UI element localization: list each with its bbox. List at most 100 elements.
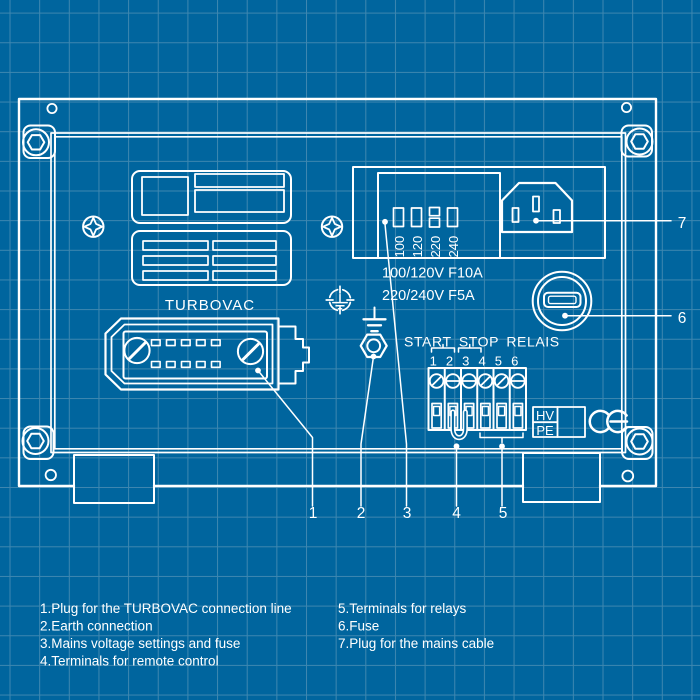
- fuse-rating-1: 100/120V F10A: [382, 266, 483, 282]
- terminal-slots: [431, 402, 524, 429]
- screw-slot: [479, 375, 492, 387]
- hex-screw-top-right: [620, 124, 654, 158]
- plate-window: [141, 176, 189, 216]
- wire-entry: [432, 405, 441, 417]
- vent-slot: [142, 240, 209, 251]
- plate-bar: [194, 173, 285, 188]
- plate-bar: [194, 189, 285, 213]
- hv-pe-dividers: [532, 406, 559, 438]
- terminal-block: [427, 343, 527, 444]
- ce-mark: [588, 409, 629, 434]
- wire-slot: [496, 402, 508, 429]
- callout-number-7: 7: [678, 215, 687, 232]
- terminal-number-5: 5: [495, 354, 502, 369]
- callout-dot-5: [499, 443, 505, 450]
- block-dividers: [443, 367, 511, 431]
- legend-item-6: 6.Fuse: [338, 619, 379, 634]
- legend-item-2: 2.Earth connection: [40, 619, 153, 634]
- screw-slot: [495, 375, 508, 387]
- legend-item-4: 4.Terminals for remote control: [40, 654, 219, 669]
- callout-number-1: 1: [309, 505, 318, 522]
- hex-head: [630, 433, 649, 450]
- legend-item-1: 1.Plug for the TURBOVAC connection line: [40, 601, 292, 616]
- pin: [210, 360, 221, 369]
- start-stop-brackets: [430, 343, 482, 353]
- pin: [180, 338, 191, 347]
- pin: [150, 360, 161, 369]
- callout-dot-1: [255, 367, 261, 374]
- legend-item-3: 3.Mains voltage settings and fuse: [40, 636, 240, 651]
- pin: [210, 338, 221, 347]
- inlet-pin-left: [511, 207, 520, 223]
- voltage-option-120: 120: [410, 236, 425, 258]
- voltage-selector: [352, 166, 606, 259]
- pin: [165, 338, 176, 347]
- ce-e-glyph: [606, 409, 628, 434]
- terminal-number-3: 3: [462, 354, 469, 369]
- panel-edge-outer: [50, 132, 627, 454]
- left-foot: [73, 454, 155, 504]
- terminal-screw-1: [428, 373, 445, 389]
- wire-slot: [479, 402, 491, 429]
- callout-line-1: [257, 369, 314, 507]
- earth-symbol-badge: [325, 285, 355, 315]
- vent-slot: [212, 240, 277, 251]
- hex-head: [630, 133, 649, 150]
- earth-nut: [359, 333, 388, 359]
- callout-number-2: 2: [357, 505, 366, 522]
- wire-entry: [497, 405, 506, 417]
- turbovac-label: TURBOVAC: [165, 297, 255, 314]
- vent-slot: [142, 270, 209, 281]
- pin: [165, 360, 176, 369]
- voltage-jumper-slot-100: [392, 207, 405, 228]
- callout-lines: [257, 219, 672, 507]
- phillips-screw-left: [82, 215, 105, 238]
- wire-entry: [481, 405, 490, 417]
- screw-ring: [21, 427, 50, 455]
- vent-slot: [212, 255, 277, 266]
- hex-screw-top-left: [22, 124, 56, 159]
- plate-outline: [131, 170, 292, 224]
- pin: [195, 360, 206, 369]
- callout-number-3: 3: [403, 505, 412, 522]
- nut-bore: [366, 338, 382, 354]
- screw-slot: [430, 375, 443, 387]
- pin: [150, 338, 161, 347]
- callout-dot-6: [562, 312, 568, 319]
- ground-bars: [362, 318, 387, 333]
- phillips-cross-icon: [322, 216, 342, 237]
- circle-ticks: [325, 285, 355, 315]
- terminal-number-4: 4: [478, 354, 485, 369]
- fuse-rating-2: 220/240V F5A: [382, 288, 475, 304]
- hex-screw-bottom-left: [21, 425, 55, 460]
- screw-ring: [625, 127, 654, 156]
- connector-pins: [150, 338, 221, 369]
- inner-panel: [50, 132, 627, 454]
- phillips-cross-icon: [83, 216, 104, 237]
- screw-ring: [22, 128, 50, 157]
- voltage-option-240: 240: [446, 236, 461, 258]
- dashed-circle: [328, 288, 352, 312]
- connector-shell-inner: [110, 323, 274, 385]
- callout-dot-4: [453, 443, 460, 450]
- callout-number-5: 5: [499, 505, 508, 522]
- hex-head: [26, 432, 45, 450]
- screw-slot: [241, 342, 260, 361]
- connector-screw-right: [236, 337, 265, 366]
- screw-ring: [82, 215, 105, 238]
- callout-line-2: [360, 355, 375, 507]
- vent-slot: [142, 255, 209, 266]
- callout-line-3: [384, 223, 408, 507]
- legend-item-7: 7.Plug for the mains cable: [338, 636, 494, 651]
- fuse-slot-outer: [543, 291, 582, 308]
- case-border: [17, 97, 658, 488]
- vent-plate: [131, 230, 292, 286]
- fuse-slot-inner: [547, 295, 577, 305]
- legend-item-5: 5.Terminals for relays: [338, 601, 467, 616]
- pin: [195, 338, 206, 347]
- terminal-screw-4: [477, 373, 494, 389]
- terminal-number-6: 6: [511, 354, 518, 369]
- inlet-pin-earth: [532, 195, 540, 213]
- voltage-jumper-slot-220: [428, 206, 441, 217]
